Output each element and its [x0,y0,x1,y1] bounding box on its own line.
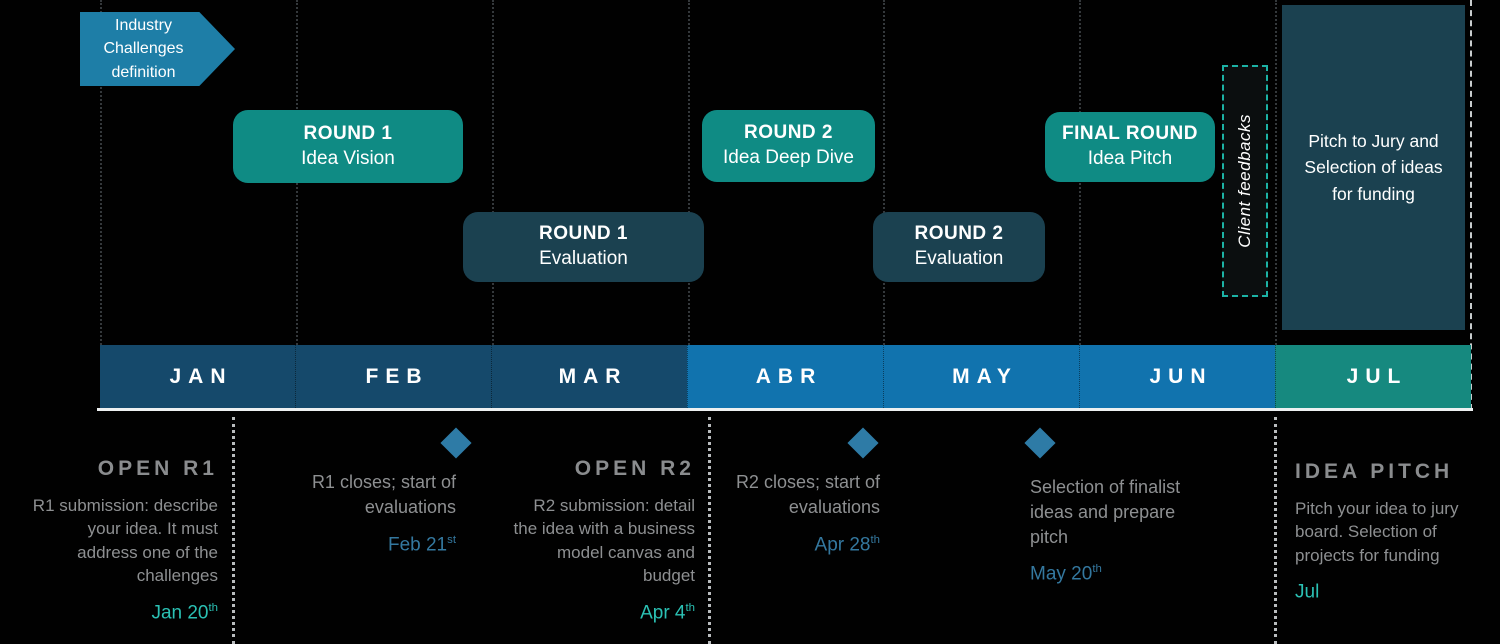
round-subtitle: Idea Pitch [1087,148,1173,169]
date-text: May 20 [1030,563,1093,585]
month-gridline [883,0,885,345]
jury-selection-box: Pitch to Jury and Selection of ideas for… [1282,5,1465,330]
date-text: Apr 28 [814,533,871,555]
final-round-idea-pitch-box: FINAL ROUND Idea Pitch [1045,112,1215,182]
date-text: Jan 20 [151,602,209,624]
round-title: ROUND 1 [538,223,628,245]
date-suffix: th [870,533,881,546]
date-suffix: th [685,601,696,614]
milestone-date: Jan 20th [30,602,218,624]
date-line-jan20 [232,417,235,644]
milestone-date: Jul [1295,581,1480,603]
milestone-idea-pitch: IDEA PITCH Pitch your idea to jury board… [1295,460,1480,604]
round2-idea-deep-dive-box: ROUND 2 Idea Deep Dive [702,110,875,182]
date-suffix: st [447,533,456,546]
milestone-diamond-icon [847,427,879,459]
round-title: ROUND 2 [914,223,1004,245]
month-abr: ABR [687,345,883,408]
month-gridline [100,0,102,345]
date-line-jul [1274,417,1277,644]
milestone-date: Feb 21st [291,534,456,556]
round-subtitle: Idea Vision [301,147,395,169]
milestone-body: R1 submission: describe your idea. It mu… [32,496,218,586]
milestone-body: R1 closes; start of evaluations [311,472,456,517]
date-text: Jul [1295,581,1320,603]
round2-evaluation-box: ROUND 2 Evaluation [873,212,1045,282]
round-subtitle: Evaluation [539,248,628,269]
milestone-date: Apr 4th [510,602,695,624]
round-title: ROUND 2 [743,122,833,144]
month-gridline [688,0,690,345]
round-title: ROUND 1 [303,122,393,144]
date-text: Apr 4 [640,602,686,624]
month-jan: JAN [100,345,295,408]
milestone-open-r2: OPEN R2 R2 submission: detail the idea w… [510,457,695,624]
milestone-heading: IDEA PITCH [1295,460,1454,483]
date-suffix: th [1092,563,1102,576]
month-jun: JUN [1079,345,1275,408]
date-line-apr4 [708,417,711,644]
month-jul: JUL [1275,345,1471,408]
month-feb: FEB [295,345,491,408]
client-feedbacks-label: Client feedbacks [1235,114,1254,248]
milestone-body: R2 submission: detail the idea with a bu… [513,496,695,586]
milestone-heading: OPEN R1 [97,457,218,480]
timeline-end-line [1470,0,1472,410]
jury-selection-label: Pitch to Jury and Selection of ideas for… [1304,131,1443,204]
milestone-body: Pitch your idea to jury board. Selection… [1295,499,1459,565]
round-title: FINAL ROUND [1061,123,1199,145]
date-suffix: th [208,601,219,614]
milestone-body: R2 closes; start of evaluations [735,472,880,517]
industry-challenges-arrow: Industry Challenges definition [80,12,235,86]
milestone-heading: OPEN R2 [574,457,695,480]
month-bar-underline [97,408,1473,411]
milestone-r1-closes: R1 closes; start of evaluations Feb 21st [291,470,456,556]
month-gridline [1275,0,1277,345]
round-subtitle: Idea Deep Dive [723,147,854,168]
round1-idea-vision-box: ROUND 1 Idea Vision [233,110,463,183]
milestone-body: Selection of finalist ideas and prepare … [1030,477,1181,547]
round-subtitle: Evaluation [914,248,1004,269]
milestone-r2-closes: R2 closes; start of evaluations Apr 28th [715,470,880,556]
month-mar: MAR [491,345,687,408]
month-bar: JAN FEB MAR ABR MAY JUN JUL [100,345,1471,408]
milestone-date: Apr 28th [715,534,880,556]
milestone-date: May 20th [1030,563,1215,585]
month-gridline [492,0,494,345]
milestone-finalist-selection: Selection of finalist ideas and prepare … [1030,475,1215,586]
industry-challenges-label: Industry Challenges definition [103,17,184,81]
month-may: MAY [883,345,1079,408]
milestone-diamond-icon [440,427,472,459]
round1-evaluation-box: ROUND 1 Evaluation [463,212,704,282]
milestone-open-r1: OPEN R1 R1 submission: describe your ide… [30,457,218,624]
milestone-diamond-icon [1024,427,1056,459]
client-feedbacks-box: Client feedbacks [1222,65,1268,297]
date-text: Feb 21 [387,533,448,555]
